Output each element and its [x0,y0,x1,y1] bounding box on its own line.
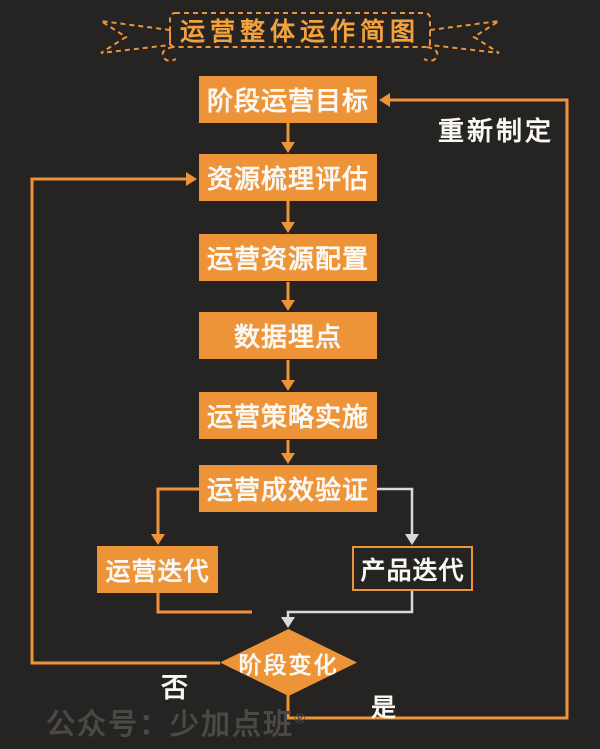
label-redefine: 重新制定 [437,117,554,147]
label-no: 否 [161,673,188,704]
node-operation-iteration: 运营迭代 [97,546,218,593]
node-product-iteration: 产品迭代 [352,546,473,591]
edge-to-operation-iteration [151,487,199,545]
node-resource-allocation: 运营资源配置 [199,234,377,281]
page-title: 运营整体运作简图 [179,17,420,46]
node-resource-review: 资源梳理评估 [199,154,377,201]
edge-yes-loop [286,93,569,720]
edge-to-product-iteration [377,487,419,545]
registered-mark: ® [294,711,306,728]
label-yes: 是 [371,693,397,722]
edge-product-iteration-down [281,591,414,628]
node-data-tracking: 数据埋点 [199,312,377,359]
banner-curl-left [161,46,177,62]
edge-chain-arrows [281,122,295,464]
node-stage-operation-goal: 阶段运营目标 [199,76,377,123]
title-banner [100,12,500,62]
banner-curl-right [423,46,439,62]
banner-tail-right [429,20,500,54]
node-effect-validation: 运营成效验证 [199,465,377,512]
edge-operation-iteration-down [156,593,252,614]
node-strategy-implementation: 运营策略实施 [199,392,377,439]
edge-no-loop [30,172,220,665]
banner-tail-left [100,20,171,54]
watermark: 公众号：少加点班® [46,701,305,743]
watermark-text: 公众号：少加点班 [46,709,295,741]
